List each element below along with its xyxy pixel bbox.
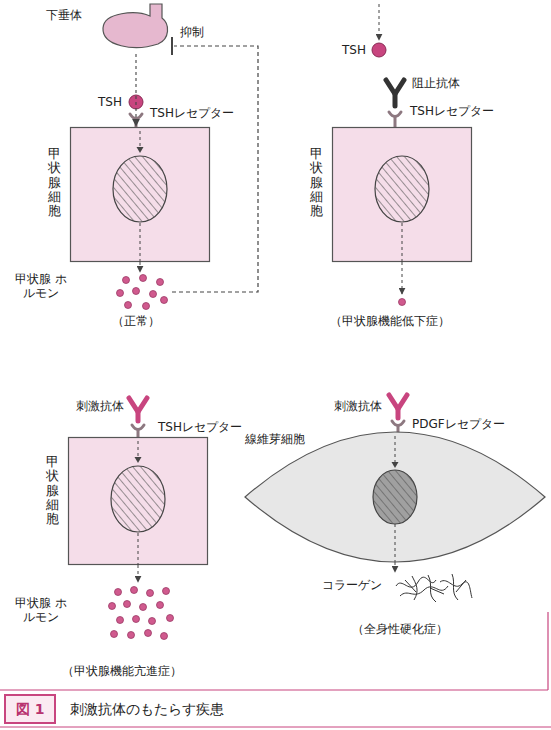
signal-connector xyxy=(135,54,136,126)
thyroid-hormone xyxy=(117,275,168,310)
figure-number: 図 1 xyxy=(16,701,45,718)
pituitary-gland-shape xyxy=(100,4,172,54)
thyroid-cell-shape xyxy=(68,437,208,565)
signal-arrow xyxy=(138,565,139,582)
thyroid-hormone xyxy=(399,299,406,306)
antibody-label: 阻止抗体 xyxy=(412,76,460,90)
signal-arrow xyxy=(402,262,403,294)
fibroblast-shape xyxy=(245,432,545,562)
thyroid-hormone xyxy=(109,587,174,640)
cell-label: 甲状腺細胞 xyxy=(310,147,323,218)
thyroid-cell-shape xyxy=(332,127,472,262)
receptor-label: PDGFレセプター xyxy=(412,417,505,431)
thyroid-cell-shape xyxy=(70,127,210,262)
pdgf-receptor xyxy=(392,421,404,433)
antibody-label: 刺激抗体 xyxy=(334,399,382,413)
condition-label: （全身性硬化症） xyxy=(352,622,448,636)
figure-number-box: 図 1 xyxy=(4,694,56,724)
caption-frame xyxy=(0,612,551,727)
pituitary-gland: 下垂体 xyxy=(100,4,172,54)
organ-label: 下垂体 xyxy=(46,8,82,22)
antibody-label: 刺激抗体 xyxy=(76,399,124,413)
tsh-molecule xyxy=(372,43,386,57)
collagen-fibers xyxy=(396,574,472,602)
signal-arrow xyxy=(140,262,141,272)
condition-label: （甲状腺機能低下症） xyxy=(330,314,450,328)
inhibition-label: 抑制 xyxy=(180,25,204,39)
fibroblast: 線維芽細胞 xyxy=(245,432,545,562)
hormone-label: 甲状腺 ホルモン xyxy=(12,596,70,625)
condition-label: （正常） xyxy=(112,314,160,328)
thyroid-cell: 甲状腺細胞 xyxy=(70,127,210,262)
figure-caption: 刺激抗体のもたらす疾患 xyxy=(70,701,224,718)
cell-label: 線維芽細胞 xyxy=(245,432,305,446)
collagen-label: コラーゲン xyxy=(322,578,382,592)
thyroid-cell: 甲状腺細胞 xyxy=(332,127,472,262)
receptor-label: TSHレセプター xyxy=(158,420,242,434)
molecule-label: TSH xyxy=(342,43,366,57)
hormone-label: 甲状腺 ホルモン xyxy=(12,272,70,301)
stimulating-antibody xyxy=(129,398,147,421)
signal-arrow xyxy=(395,562,396,572)
condition-label: （甲状腺機能亢進症） xyxy=(62,664,182,678)
inhibition-bar xyxy=(171,37,173,55)
molecule-label: TSH xyxy=(98,95,122,109)
thyroid-cell: 甲状腺細胞 xyxy=(68,437,208,565)
cell-label: 甲状腺細胞 xyxy=(48,147,61,218)
tsh-receptor xyxy=(389,112,401,127)
signal-arrow xyxy=(379,4,380,40)
blocking-antibody xyxy=(386,80,404,106)
cell-label: 甲状腺細胞 xyxy=(46,455,59,526)
receptor-label: TSHレセプター xyxy=(410,104,494,118)
receptor-label: TSHレセプター xyxy=(150,106,234,120)
stimulating-antibody xyxy=(389,395,407,418)
tsh-receptor xyxy=(132,425,144,437)
